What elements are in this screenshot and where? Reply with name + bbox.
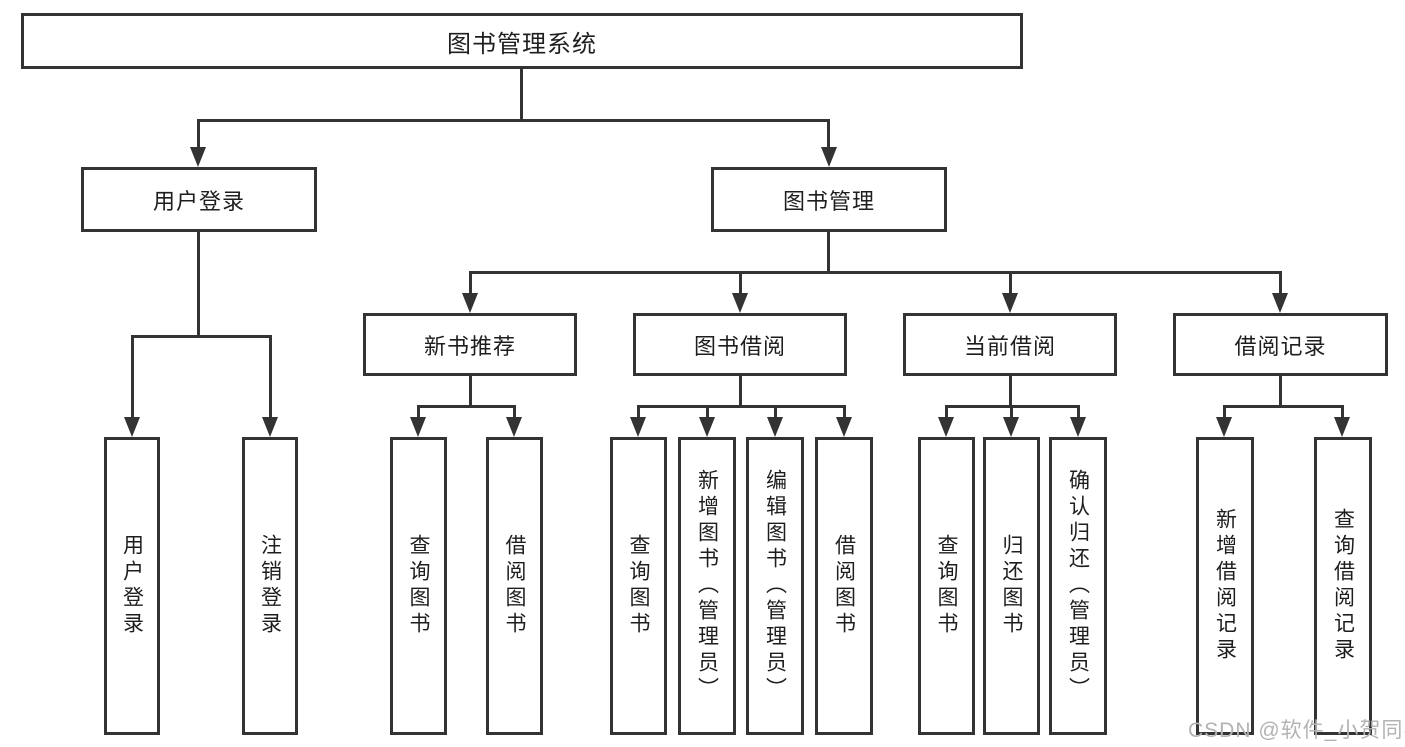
node-user-login-leaf: 用户登录 — [104, 437, 160, 735]
connector-book-mgmt-stub — [827, 232, 830, 273]
connector-shaft — [843, 405, 846, 421]
connector-shaft — [269, 335, 272, 419]
node-bb-edit-books-admin: 编辑图书（管理员） — [746, 437, 804, 735]
connector-shaft — [1077, 405, 1080, 421]
connector-new-book-stub — [469, 376, 472, 407]
node-book-borrow: 图书借阅 — [633, 313, 847, 376]
arrowhead-down-icon — [732, 293, 748, 313]
connector-book-mgmt-bar — [469, 271, 1282, 274]
arrowhead-down-icon — [1070, 417, 1086, 437]
node-nb-query-books: 查询图书 — [390, 437, 447, 735]
node-user-login: 用户登录 — [81, 167, 317, 232]
connector-borrow-records-stub — [1279, 376, 1282, 407]
connector-shaft — [706, 405, 709, 421]
arrowhead-down-icon — [1334, 417, 1350, 437]
connector-shaft — [197, 119, 200, 149]
arrowhead-down-icon — [190, 147, 206, 167]
arrowhead-down-icon — [1272, 293, 1288, 313]
connector-shaft — [1279, 271, 1282, 297]
connector-shaft — [774, 405, 777, 421]
connector-shaft — [637, 405, 640, 421]
connector-user-login-stub — [197, 232, 200, 337]
arrowhead-down-icon — [821, 147, 837, 167]
node-root: 图书管理系统 — [21, 13, 1023, 69]
node-logout-leaf: 注销登录 — [242, 437, 298, 735]
connector-user-login-bar — [131, 335, 272, 338]
connector-shaft — [1341, 405, 1344, 421]
connector-shaft — [945, 405, 948, 421]
connector-current-borrow-stub — [1009, 376, 1012, 407]
connector-shaft — [827, 119, 830, 149]
connector-shaft — [1010, 405, 1013, 421]
connector-book-borrow-stub — [739, 376, 742, 407]
connector-shaft — [131, 335, 134, 419]
node-borrow-records: 借阅记录 — [1173, 313, 1388, 376]
connector-shaft — [739, 271, 742, 297]
connector-new-book-bar — [417, 405, 516, 408]
node-cb-confirm-return-admin: 确认归还（管理员） — [1049, 437, 1107, 735]
node-bb-borrow-books: 借阅图书 — [815, 437, 873, 735]
connector-borrow-records-bar — [1223, 405, 1344, 408]
node-cb-return-books: 归还图书 — [983, 437, 1040, 735]
node-bb-query-books: 查询图书 — [610, 437, 667, 735]
csdn-watermark: CSDN @软件_小贺同学 — [1188, 719, 1405, 742]
arrowhead-down-icon — [630, 417, 646, 437]
arrowhead-down-icon — [1002, 293, 1018, 313]
connector-root-stub — [520, 69, 523, 121]
arrowhead-down-icon — [699, 417, 715, 437]
arrowhead-down-icon — [262, 417, 278, 437]
node-book-management: 图书管理 — [711, 167, 947, 232]
node-cb-query-books: 查询图书 — [918, 437, 975, 735]
connector-book-borrow-bar — [637, 405, 846, 408]
arrowhead-down-icon — [462, 293, 478, 313]
node-current-borrow: 当前借阅 — [903, 313, 1117, 376]
connector-shaft — [1223, 405, 1226, 421]
connector-shaft — [513, 405, 516, 421]
arrowhead-down-icon — [938, 417, 954, 437]
arrowhead-down-icon — [1216, 417, 1232, 437]
connector-root-bar — [197, 119, 830, 122]
connector-shaft — [469, 271, 472, 297]
node-br-add-record: 新增借阅记录 — [1196, 437, 1254, 735]
connector-shaft — [417, 405, 420, 421]
connector-shaft — [1009, 271, 1012, 297]
arrowhead-down-icon — [767, 417, 783, 437]
arrowhead-down-icon — [836, 417, 852, 437]
node-new-book-recommend: 新书推荐 — [363, 313, 577, 376]
node-br-query-record: 查询借阅记录 — [1314, 437, 1372, 735]
node-nb-borrow-books: 借阅图书 — [486, 437, 543, 735]
arrowhead-down-icon — [1003, 417, 1019, 437]
arrowhead-down-icon — [506, 417, 522, 437]
arrowhead-down-icon — [124, 417, 140, 437]
node-bb-add-books-admin: 新增图书（管理员） — [678, 437, 736, 735]
arrowhead-down-icon — [410, 417, 426, 437]
